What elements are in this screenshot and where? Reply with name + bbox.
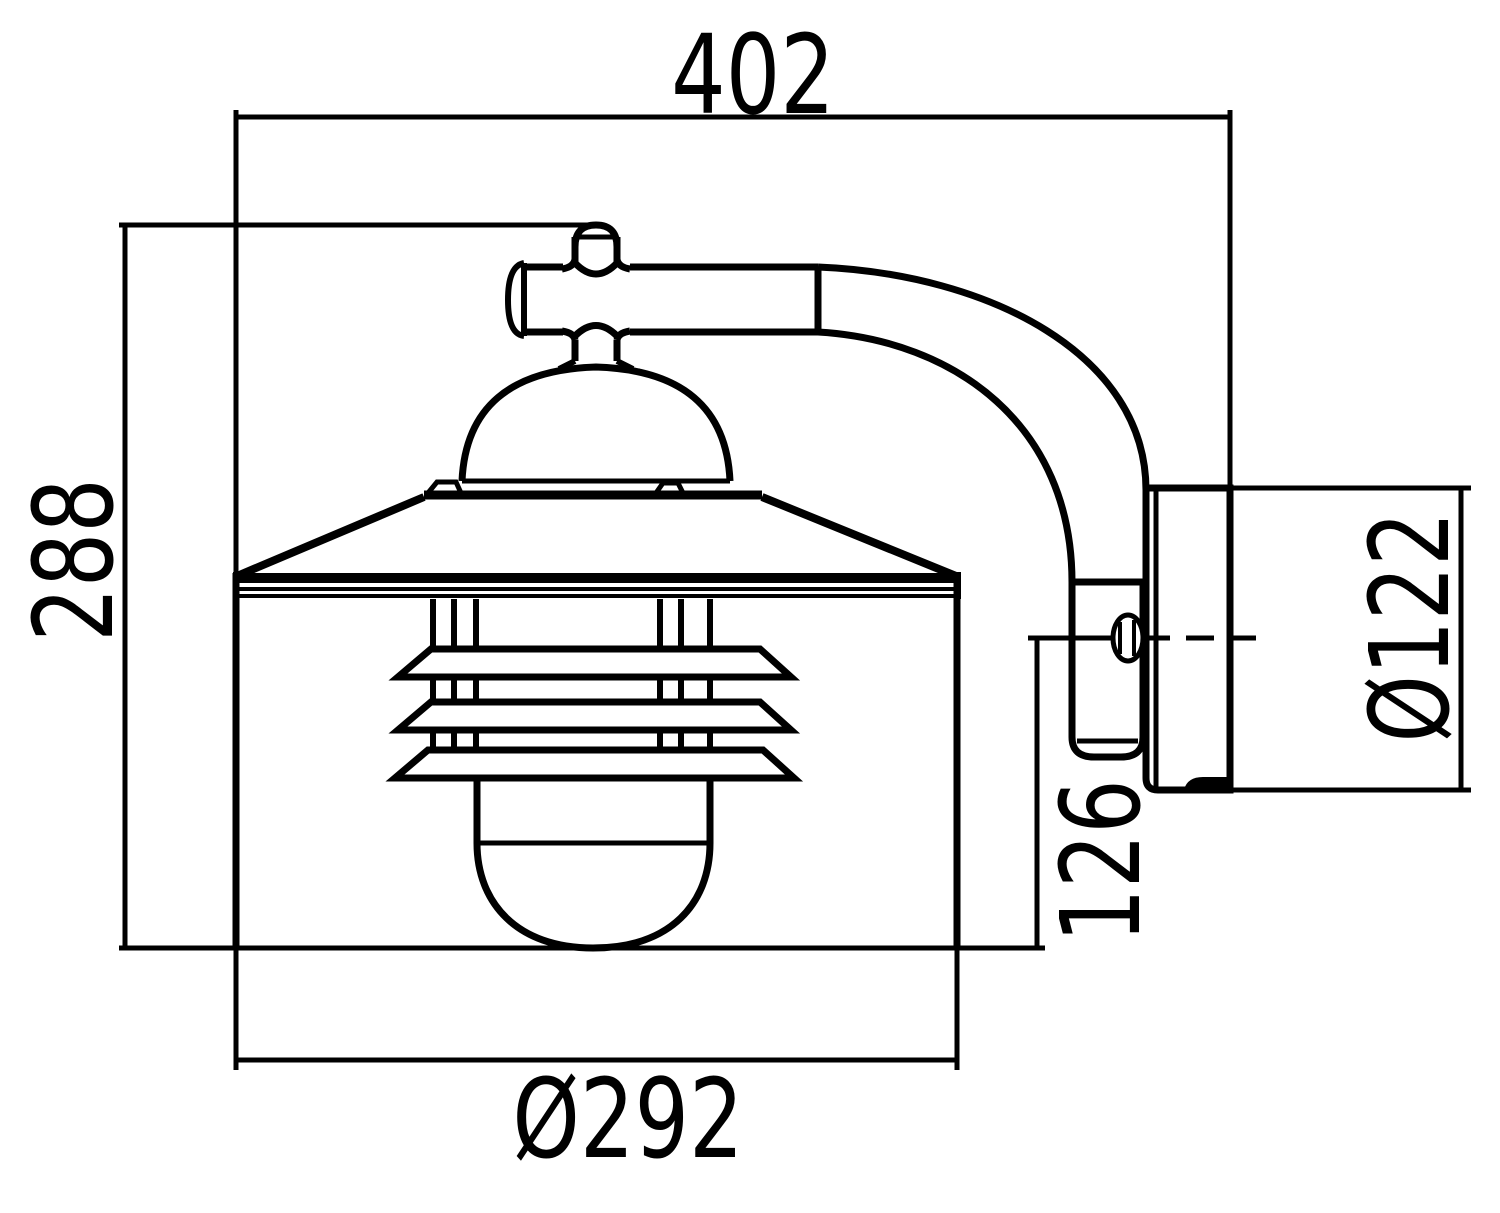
dimension-labels: 402 288 Ø292 Ø122 126 bbox=[11, 12, 1475, 1184]
arm-inner-curve bbox=[817, 328, 1076, 583]
body-side-edges bbox=[232, 573, 961, 948]
louver-slat-3 bbox=[385, 746, 804, 782]
mounting-bolt-head bbox=[1110, 612, 1146, 664]
louver-slat-2 bbox=[388, 698, 801, 734]
arm-tube-edges bbox=[523, 263, 822, 336]
arm-outer-curve bbox=[817, 263, 1150, 491]
louver-slats bbox=[385, 645, 804, 782]
louver-slat-1 bbox=[388, 645, 801, 681]
cable-notch bbox=[1183, 777, 1232, 792]
arm-end-cap bbox=[504, 260, 527, 339]
arm-wall-cover bbox=[1068, 578, 1147, 761]
label-overall-height: 288 bbox=[11, 478, 139, 642]
pivot-knob-body bbox=[561, 237, 631, 278]
label-plate-diameter: Ø122 bbox=[1347, 511, 1475, 742]
glass-diffuser bbox=[473, 778, 714, 952]
label-bottom-offset: 126 bbox=[1038, 779, 1166, 943]
label-shade-diameter: Ø292 bbox=[512, 1056, 743, 1184]
shade-cone-slopes bbox=[235, 493, 958, 580]
shade-clip-left bbox=[426, 479, 464, 495]
arm-wall-cover-outline bbox=[1068, 578, 1147, 761]
dimension-lines bbox=[119, 110, 1471, 1070]
shade-dome-outline bbox=[458, 363, 734, 482]
lamp-drawing bbox=[232, 221, 1256, 952]
mounting-bolt-ridges bbox=[1118, 620, 1136, 656]
mounting-bolt bbox=[1110, 612, 1146, 664]
hanger-neck-lines bbox=[561, 322, 631, 361]
extension-lines bbox=[233, 110, 1233, 1070]
glass-bowl bbox=[473, 842, 714, 952]
shade-cone bbox=[233, 493, 961, 599]
glass-sides bbox=[473, 778, 714, 843]
shade-rim-lines bbox=[236, 587, 958, 598]
dim-line-plate-diameter bbox=[1230, 485, 1471, 793]
louver-struts bbox=[430, 599, 713, 750]
lamp-arm bbox=[504, 260, 822, 339]
shade-dome bbox=[424, 363, 762, 500]
label-overall-width: 402 bbox=[671, 12, 835, 140]
pivot-knob bbox=[561, 221, 631, 278]
